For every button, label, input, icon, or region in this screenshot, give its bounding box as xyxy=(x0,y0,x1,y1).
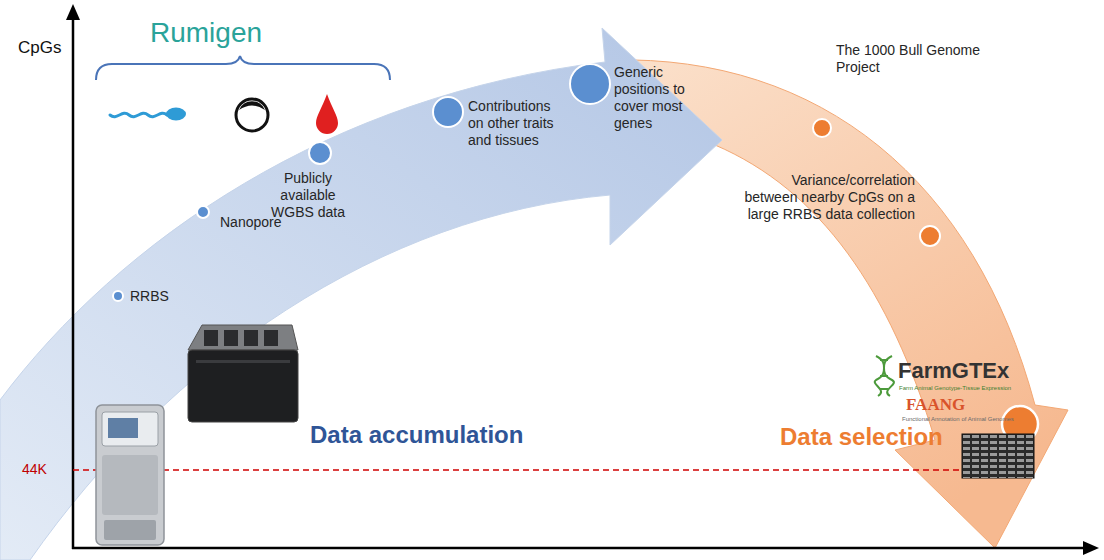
threshold-value: 44K xyxy=(22,461,47,478)
bracket xyxy=(96,56,390,80)
logo-subtitle: Farm Animal Genotype-Tissue Expression xyxy=(899,385,1011,392)
y-axis-head xyxy=(66,4,80,20)
milestone-text: The 1000 Bull Genome Project xyxy=(836,42,1006,76)
sequencer-small xyxy=(96,405,164,545)
milestone-dot: The 1000 Bull Genome Project xyxy=(812,118,832,138)
accumulation-arrow xyxy=(0,28,722,560)
milestone-dot: Variance/correlation between nearby CpGs… xyxy=(919,225,941,247)
dot-circle xyxy=(309,142,331,164)
milestone-text: Generic positions to cover most genes xyxy=(614,64,694,132)
milestone-dot: RRBS xyxy=(112,290,124,302)
milestone-dot: Contributions on other traits and tissue… xyxy=(432,96,464,128)
logo-subtitle: Functional Annotation of Animal Genomes xyxy=(902,416,1014,423)
dot-shape xyxy=(812,118,832,138)
milestone-text: RRBS xyxy=(130,288,169,305)
axis-label: CpGs xyxy=(18,38,61,58)
oocyte-nucleus xyxy=(239,101,265,110)
dot-shape xyxy=(569,63,611,105)
dot-shape xyxy=(432,96,464,128)
dot-circle xyxy=(197,206,209,218)
milestone-dot: Generic positions to cover most genes xyxy=(569,63,611,105)
consortium-logo: FAANG xyxy=(906,395,965,415)
phase-label: Data accumulation xyxy=(310,420,523,449)
threshold-line xyxy=(73,469,960,471)
consortium-logo: FarmGTEx xyxy=(898,358,1009,384)
dot-shape xyxy=(919,225,941,247)
dot-circle xyxy=(813,119,831,137)
dot-circle xyxy=(920,226,940,246)
x-axis-head xyxy=(1083,541,1099,555)
x-axis xyxy=(72,547,1086,550)
server-rack xyxy=(962,434,1034,478)
phase-label: Data selection xyxy=(780,422,943,451)
project-logo: Rumigen xyxy=(150,16,262,50)
blood-drop xyxy=(316,94,338,134)
milestone-text: Publicly available WGBS data xyxy=(258,170,358,221)
dot-shape xyxy=(308,141,332,165)
milestone-text: Contributions on other traits and tissue… xyxy=(468,98,566,149)
dot-shape xyxy=(196,205,210,219)
dot-circle xyxy=(113,291,123,301)
milestone-dot: Publicly available WGBS data xyxy=(308,141,332,165)
dot-circle xyxy=(570,64,610,104)
milestone-text: Variance/correlation between nearby CpGs… xyxy=(737,172,915,223)
sequencer-large xyxy=(188,325,298,422)
farmgtex-icon xyxy=(875,356,894,396)
dot-circle xyxy=(433,97,463,127)
y-axis xyxy=(72,16,75,549)
sperm-icon xyxy=(110,113,167,116)
sperm-head xyxy=(166,108,186,121)
dot-shape xyxy=(112,290,124,302)
milestone-dot: Nanopore xyxy=(196,205,210,219)
oocyte-icon xyxy=(236,99,268,131)
